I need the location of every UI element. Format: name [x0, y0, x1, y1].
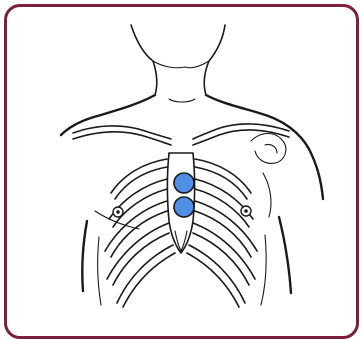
right-nipple-icon [241, 206, 251, 216]
right-shoulder-joint [251, 134, 286, 164]
chest-anatomy-diagram [7, 7, 356, 336]
electrode-lower [174, 197, 194, 217]
left-nipple-icon [113, 207, 123, 217]
electrode-upper [174, 173, 194, 193]
torso-outline [61, 95, 323, 293]
electrodes [174, 173, 194, 217]
left-ribcage [95, 159, 175, 307]
diagram-frame [4, 4, 359, 339]
neck-outline [131, 25, 225, 102]
right-ribcage [187, 159, 271, 307]
clavicles [73, 124, 289, 145]
